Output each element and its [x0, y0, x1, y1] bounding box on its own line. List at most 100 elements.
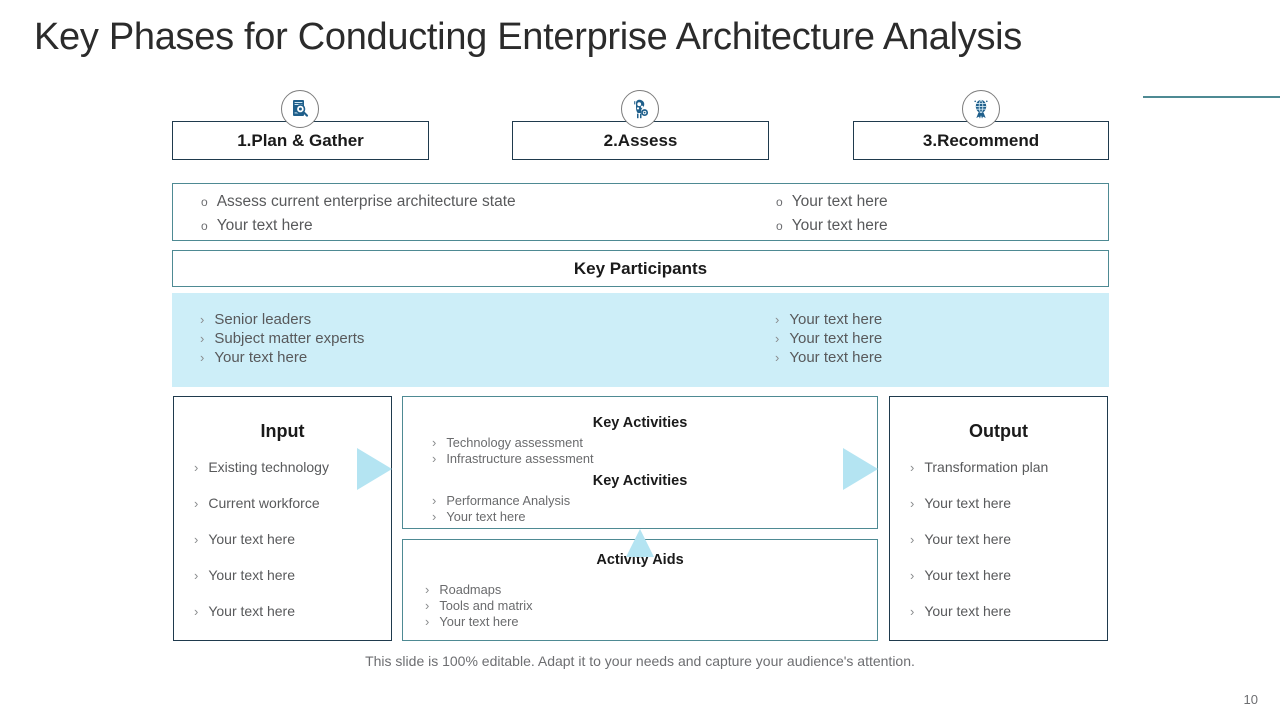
chevron-right-icon: ›: [200, 331, 205, 346]
activity-aids-list: › Roadmaps › Tools and matrix › Your tex…: [403, 582, 877, 630]
chevron-right-icon: ›: [432, 435, 437, 450]
chevron-right-icon: ›: [200, 350, 205, 365]
chevron-right-icon: ›: [775, 312, 780, 327]
list-item[interactable]: › Your text here: [910, 494, 1107, 513]
chevron-right-icon: ›: [432, 451, 437, 466]
list-item[interactable]: › Your text here: [200, 348, 364, 367]
input-panel: Input › Existing technology › Current wo…: [173, 396, 392, 641]
list-item[interactable]: › Your text here: [194, 566, 391, 585]
list-item[interactable]: › Existing technology: [194, 458, 391, 477]
key-participants-left: › Senior leaders › Subject matter expert…: [200, 310, 364, 367]
chevron-right-icon: ›: [194, 532, 199, 547]
list-item[interactable]: › Your text here: [194, 530, 391, 549]
list-item-label: Current workforce: [208, 495, 320, 511]
list-item[interactable]: o Your text here: [776, 214, 888, 238]
list-item[interactable]: › Tools and matrix: [425, 598, 877, 614]
key-participants-header: Key Participants: [172, 250, 1109, 287]
list-item[interactable]: › Current workforce: [194, 494, 391, 513]
list-item-label: Your text here: [216, 217, 313, 234]
chevron-right-icon: ›: [910, 532, 915, 547]
chevron-right-icon: ›: [425, 582, 430, 597]
footer-note: This slide is 100% editable. Adapt it to…: [365, 653, 915, 669]
list-item-label: Your text here: [791, 217, 888, 234]
key-activities-title-2: Key Activities: [592, 473, 688, 489]
list-item[interactable]: › Subject matter experts: [200, 329, 364, 348]
chevron-right-icon: ›: [194, 460, 199, 475]
document-magnifier-icon: [281, 90, 319, 128]
list-item[interactable]: o Assess current enterprise architecture…: [201, 190, 516, 214]
list-item[interactable]: › Senior leaders: [200, 310, 364, 329]
phase-box-assess[interactable]: 2.Assess: [512, 121, 769, 160]
list-item-label: Your text here: [924, 495, 1011, 511]
list-item[interactable]: › Performance Analysis: [432, 493, 877, 509]
list-item-label: Performance Analysis: [446, 493, 571, 508]
key-participants-title: Key Participants: [573, 258, 708, 278]
list-item-label: Your text here: [924, 567, 1011, 583]
chevron-right-icon: ›: [432, 509, 437, 524]
list-item-label: Assess current enterprise architecture s…: [216, 193, 516, 210]
list-item-label: Your text here: [214, 349, 308, 366]
list-item-label: Roadmaps: [439, 582, 502, 597]
list-item-label: Your text here: [439, 614, 519, 629]
key-participants-right: › Your text here › Your text here › Your…: [775, 310, 882, 367]
list-item-label: Your text here: [924, 603, 1011, 619]
circle-bullet-icon: o: [201, 219, 208, 233]
key-activities-panel: Key Activities › Technology assessment ›…: [402, 396, 878, 529]
list-item[interactable]: › Your text here: [432, 509, 877, 525]
phase-label: 2.Assess: [603, 130, 678, 150]
chevron-right-icon: ›: [194, 496, 199, 511]
list-item-label: Subject matter experts: [214, 330, 365, 347]
key-activities-list-2: › Performance Analysis › Your text here: [403, 493, 877, 525]
arrow-right-icon-activities-to-output: [843, 448, 878, 490]
list-item-label: Your text here: [446, 509, 526, 524]
output-list: › Transformation plan › Your text here ›…: [890, 458, 1107, 621]
chevron-right-icon: ›: [425, 598, 430, 613]
list-item[interactable]: › Your text here: [775, 310, 882, 329]
list-item[interactable]: o Your text here: [776, 190, 888, 214]
circle-bullet-icon: o: [201, 195, 208, 209]
list-item[interactable]: › Your text here: [910, 530, 1107, 549]
list-item[interactable]: › Transformation plan: [910, 458, 1107, 477]
list-item-label: Infrastructure assessment: [446, 451, 594, 466]
output-title: Output: [969, 421, 1028, 441]
list-item[interactable]: › Technology assessment: [432, 435, 877, 451]
list-item[interactable]: › Your text here: [194, 602, 391, 621]
circle-bullet-icon: o: [776, 195, 783, 209]
chevron-right-icon: ›: [200, 312, 205, 327]
list-item[interactable]: › Your text here: [910, 566, 1107, 585]
phase-label: 3.Recommend: [922, 130, 1040, 150]
list-item-label: Your text here: [924, 531, 1011, 547]
gears-head-icon: [621, 90, 659, 128]
list-item[interactable]: › Your text here: [775, 348, 882, 367]
arrow-up-icon-aids-to-activities: [626, 529, 654, 557]
list-item-label: Your text here: [791, 193, 888, 210]
list-item[interactable]: › Roadmaps: [425, 582, 877, 598]
chevron-right-icon: ›: [425, 614, 430, 629]
chevron-right-icon: ›: [194, 604, 199, 619]
list-item-label: Your text here: [208, 567, 295, 583]
activity-aids-panel: Activity Aids › Roadmaps › Tools and mat…: [402, 539, 878, 641]
circle-bullet-icon: o: [776, 219, 783, 233]
page-number: 10: [1243, 692, 1258, 707]
list-item[interactable]: › Infrastructure assessment: [432, 451, 877, 467]
key-activities-list-1: › Technology assessment › Infrastructure…: [403, 435, 877, 467]
list-item-label: Tools and matrix: [439, 598, 533, 613]
list-item[interactable]: › Your text here: [910, 602, 1107, 621]
list-item-label: Transformation plan: [924, 459, 1049, 475]
list-item-label: Your text here: [208, 603, 295, 619]
activity-aids-title: Activity Aids: [596, 552, 684, 568]
key-activities-title-1: Key Activities: [592, 415, 688, 431]
title-accent-rule: [1143, 96, 1280, 98]
list-item[interactable]: o Your text here: [201, 214, 516, 238]
chevron-right-icon: ›: [775, 350, 780, 365]
output-panel: Output › Transformation plan › Your text…: [889, 396, 1108, 641]
list-item[interactable]: › Your text here: [425, 614, 877, 630]
input-list: › Existing technology › Current workforc…: [174, 458, 391, 621]
chevron-right-icon: ›: [910, 604, 915, 619]
list-item-label: Senior leaders: [214, 311, 312, 328]
chevron-right-icon: ›: [432, 493, 437, 508]
list-item-label: Existing technology: [208, 459, 329, 475]
chevron-right-icon: ›: [910, 568, 915, 583]
list-item-label: Your text here: [208, 531, 295, 547]
list-item[interactable]: › Your text here: [775, 329, 882, 348]
